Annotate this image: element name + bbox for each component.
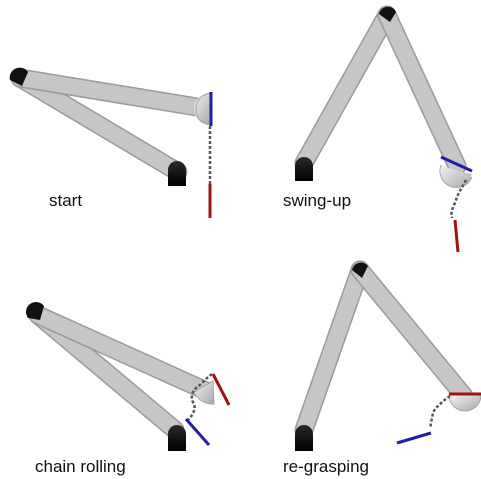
caption-start: start [49,191,83,210]
arm-link-upper-fill [30,307,212,398]
arm-link-lower-fill [12,70,186,180]
panel-swing-up [294,5,473,253]
base-block [168,161,186,186]
chain-end-blue [440,155,473,173]
arm-link-upper-fill [352,262,472,404]
chain [450,179,468,219]
chain-end-red [211,373,231,406]
elbow-joint-cap [9,67,28,86]
arm-link-upper-fill [12,70,211,116]
chain [187,372,213,421]
caption-swing-up: swing-up [283,191,352,210]
chain-end-blue [184,418,211,446]
base-block [168,425,186,451]
caption-chain-rolling: chain rolling [35,457,126,476]
arm-link-upper-fill [379,7,465,174]
caption-re-grasping: re-grasping [283,457,369,476]
base-block [295,425,313,451]
gripper-dome [195,92,211,126]
arm-link-lower-fill [296,262,368,438]
gripper-dome [448,394,481,412]
chain-end-red [453,219,460,253]
elbow-joint-cap [26,302,44,320]
panel-re-grasping [294,260,481,451]
chain-end-blue [396,431,432,445]
base-block [295,157,313,181]
arm-link-lower-fill [296,7,395,171]
chain [428,394,451,429]
elbow-joint-cap [352,262,368,278]
panel-start [9,67,213,218]
elbow-joint-cap [379,6,396,22]
panel-chain-rolling [26,302,231,451]
